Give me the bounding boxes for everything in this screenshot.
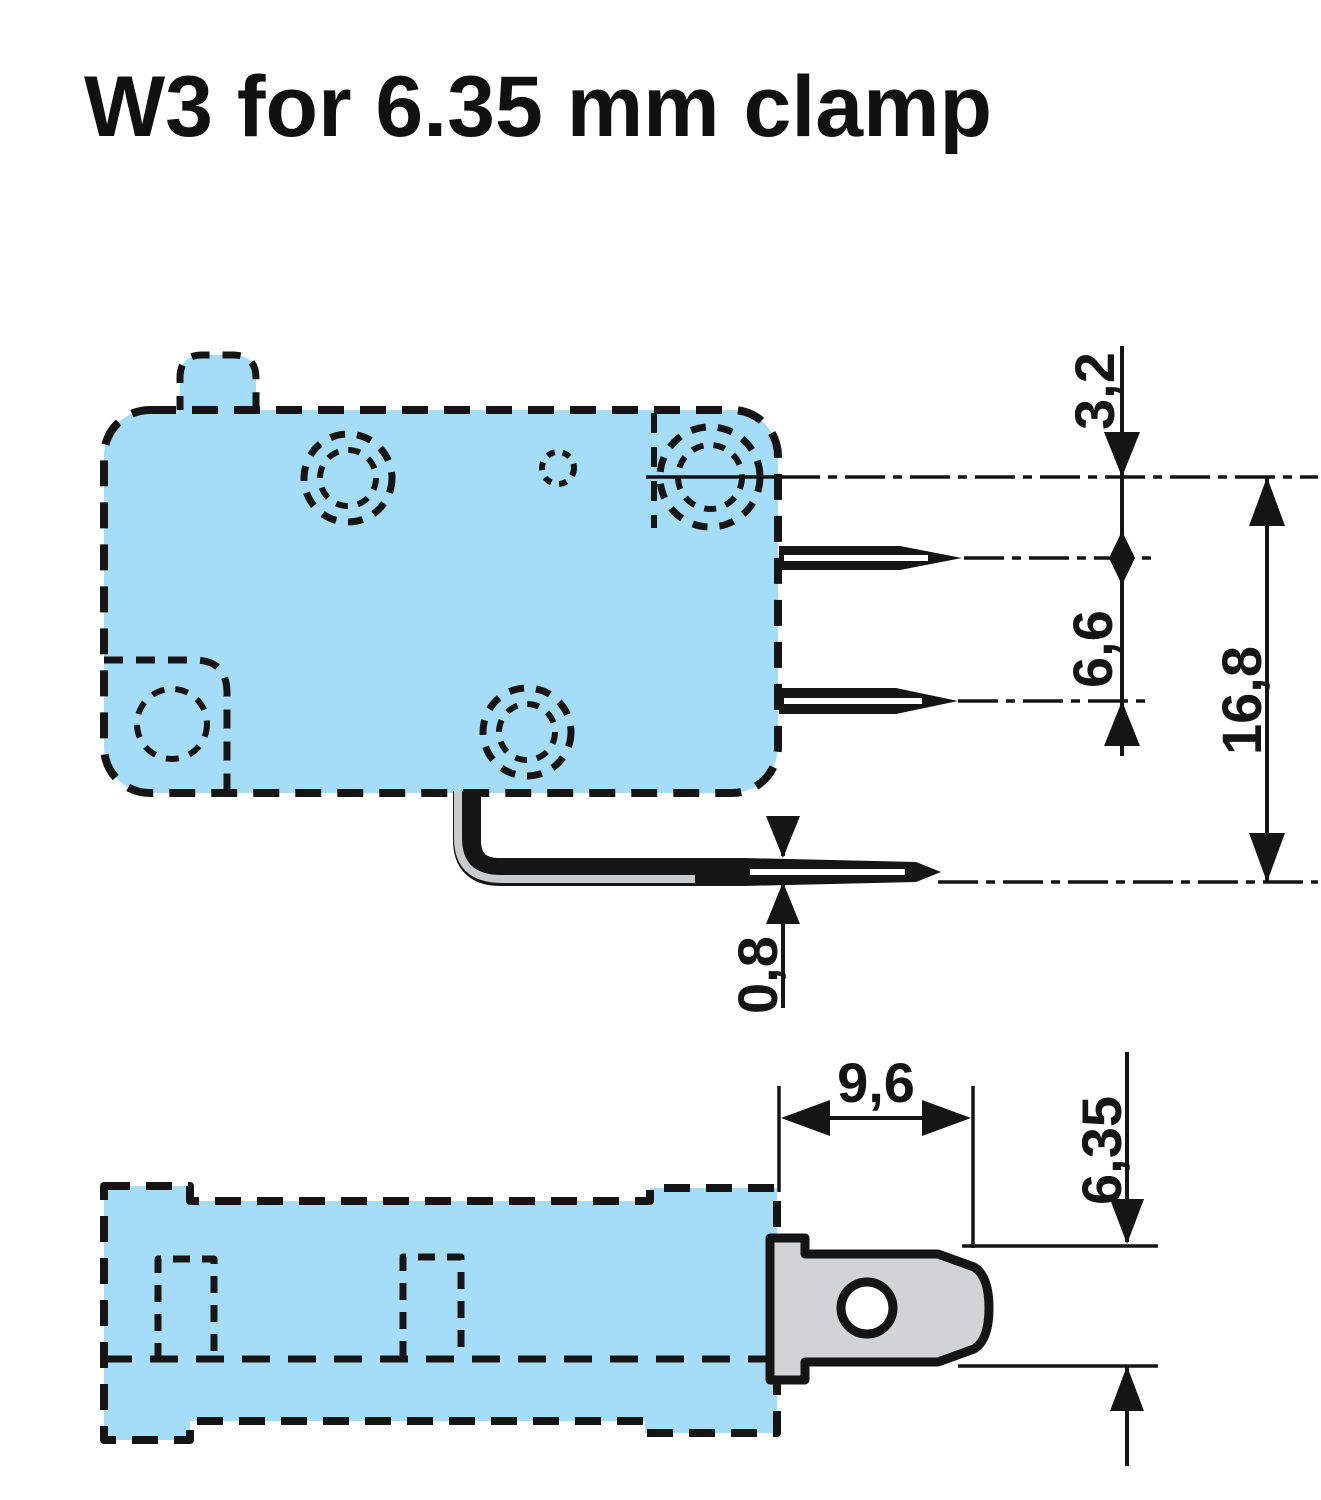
dim-label-9-6: 9,6 <box>837 1051 915 1114</box>
arrow-up-icon <box>1110 1366 1144 1411</box>
top-view <box>100 351 962 886</box>
dimension-16-8: 16,8 <box>1210 477 1285 882</box>
plunger-outline <box>176 351 260 414</box>
blade-hole <box>836 1277 898 1339</box>
arrow-up-icon <box>1104 701 1140 746</box>
page-title: W3 for 6.35 mm clamp <box>84 59 993 155</box>
dimension-3-2-and-6-6: 3,2 6,6 <box>1061 346 1140 756</box>
hidden-slot-left <box>154 1255 218 1360</box>
arrow-up-icon <box>766 882 800 924</box>
switch-housing-top <box>100 406 782 797</box>
hidden-circle-top-left <box>300 430 396 526</box>
arrow-diamond-icon <box>1109 531 1135 585</box>
dimension-9-6: 9,6 <box>777 1051 975 1248</box>
terminal-blade-lower <box>779 688 958 714</box>
dim-label-3-2: 3,2 <box>1063 352 1126 430</box>
hidden-circle-bottom-center <box>479 684 575 780</box>
terminal-blade-upper <box>779 546 962 570</box>
arrow-down-icon <box>1110 1199 1144 1244</box>
switch-housing-side <box>100 1182 781 1444</box>
side-view <box>100 1182 994 1444</box>
hidden-slot-right <box>399 1253 465 1358</box>
hidden-circle-top-right <box>646 423 778 531</box>
arrow-right-icon <box>922 1100 971 1136</box>
dim-label-6-6: 6,6 <box>1061 610 1124 688</box>
terminal-blade-bent <box>453 791 941 886</box>
hidden-circle-small <box>539 449 577 487</box>
dimension-0-8: 0,8 <box>726 816 800 1014</box>
arrow-down-icon <box>1104 432 1140 477</box>
arrow-left-icon <box>781 1100 830 1136</box>
arrow-up-icon <box>1249 477 1285 526</box>
dim-label-6-35: 6,35 <box>1070 1096 1133 1205</box>
dim-label-16-8: 16,8 <box>1210 646 1273 755</box>
arrow-down-icon <box>766 816 800 858</box>
quick-connect-blade <box>765 1233 994 1385</box>
dimension-6-35: 6,35 <box>958 1052 1158 1466</box>
dim-label-0-8: 0,8 <box>726 936 789 1014</box>
arrow-down-icon <box>1249 833 1285 882</box>
hidden-corner-bottom-left <box>104 656 231 790</box>
